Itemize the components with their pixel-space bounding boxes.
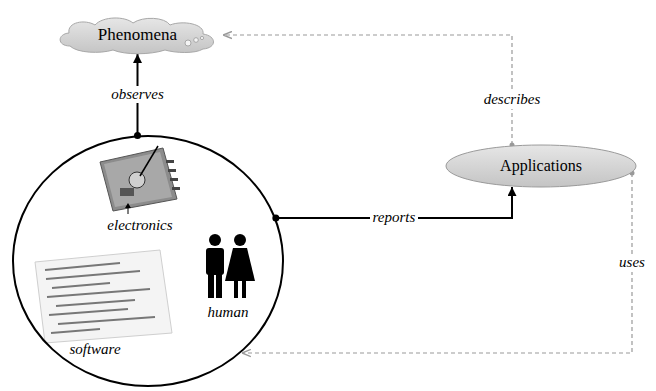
connector — [242, 173, 632, 353]
cloud-shape — [60, 18, 213, 54]
node-outline — [12, 135, 284, 387]
part-label: human — [208, 304, 249, 321]
applications-ellipse: Applications — [445, 144, 637, 188]
code-listing — [35, 250, 172, 343]
circle-outline — [13, 136, 283, 386]
edge-label: uses — [616, 254, 648, 271]
cloud-bubble — [200, 36, 203, 39]
part-label: electronics — [107, 217, 172, 234]
cloud-bubble — [185, 40, 191, 46]
system-circle: electronics software human — [12, 135, 284, 387]
edge-label: observes — [108, 86, 167, 103]
node-label: Phenomena — [98, 25, 177, 45]
phenomena-cloud: Phenomena — [55, 16, 220, 54]
ellipse-outline — [446, 145, 636, 187]
human-icon — [206, 234, 255, 298]
sensor-board — [100, 146, 180, 214]
node-label: Applications — [500, 157, 582, 175]
connector — [223, 35, 512, 145]
edge-label: describes — [481, 91, 544, 108]
cloud-bubble — [194, 38, 199, 43]
part-label: software — [69, 341, 120, 358]
edge-label: reports — [370, 209, 419, 226]
